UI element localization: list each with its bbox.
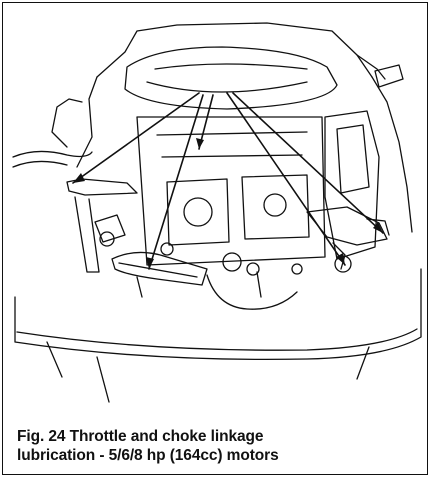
engine-illustration bbox=[12, 22, 422, 403]
figure-caption: Fig. 24 Throttle and choke linkage lubri… bbox=[17, 427, 417, 465]
caption-line-2: lubrication - 5/6/8 hp (164cc) motors bbox=[17, 447, 279, 464]
caption-line-1: Fig. 24 Throttle and choke linkage bbox=[17, 428, 264, 445]
figure-frame: Fig. 24 Throttle and choke linkage lubri… bbox=[2, 2, 428, 475]
